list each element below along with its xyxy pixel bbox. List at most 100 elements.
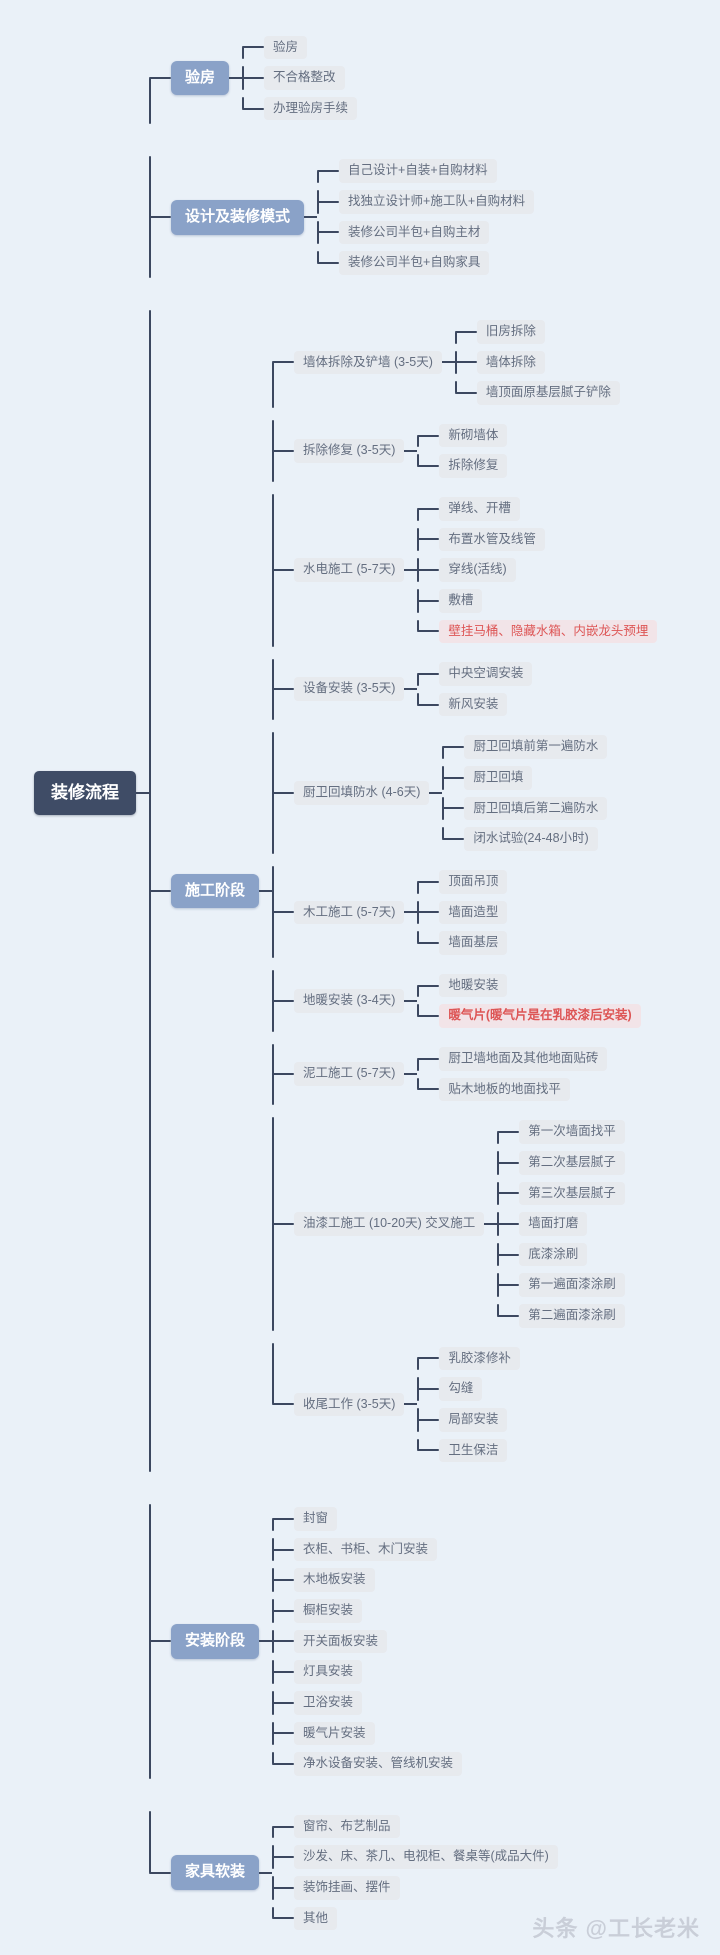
leaf-node: 第二遍面漆涂刷 — [519, 1304, 625, 1328]
connector-stub — [429, 792, 443, 795]
leaf-node: 暖气片(暖气片是在乳胶漆后安装) — [439, 1004, 641, 1028]
tree-branch: 封窗 — [272, 1507, 462, 1531]
tree-branch: 地暖安装 (3-4天) 地暖安装暖气片(暖气片是在乳胶漆后安装) — [272, 970, 657, 1032]
tree-branch: 第一次墙面找平 — [497, 1120, 625, 1144]
leaf-node: 卫生保洁 — [439, 1438, 508, 1463]
leaf-node: 验房 — [264, 35, 308, 60]
leaf-node: 厨卫回填后第二遍防水 — [464, 796, 608, 821]
tree-branch: 泥工施工 (5-7天) 厨卫墙地面及其他地面贴砖贴木地板的地面找平 — [272, 1043, 657, 1106]
connector-stub — [136, 791, 149, 794]
leaf-node: 装修公司半包+自购主材 — [339, 220, 490, 245]
tree-branch: 弹线、开槽 — [417, 497, 657, 521]
leaf-node: 新风安装 — [439, 692, 508, 717]
connector-stub — [441, 361, 455, 364]
tree-branch: 顶面吊顶 — [417, 869, 508, 894]
tree-branch: 卫生保洁 — [417, 1438, 520, 1463]
topic-node: 厨卫回填防水 (4-6天) — [294, 781, 430, 805]
tree-branch: 厨卫回填 — [442, 766, 607, 790]
tree-branch: 水电施工 (5-7天)弹线、开槽布置水管及线管穿线(活线)敷槽壁挂马桶、隐藏水箱… — [272, 493, 658, 647]
tree-branch: 沙发、床、茶几、电视柜、餐桌等(成品大件) — [272, 1845, 558, 1869]
connector-stub — [404, 1403, 418, 1406]
leaf-node: 地暖安装 — [439, 973, 508, 998]
tree-branch: 墙面基层 — [417, 931, 508, 955]
tree-branch: 地暖安装 — [417, 973, 640, 998]
topic-node: 泥工施工 (5-7天) — [294, 1062, 405, 1086]
leaf-node: 衣柜、书柜、木门安装 — [294, 1537, 438, 1562]
leaf-node: 穿线(活线) — [439, 558, 516, 582]
branch-node: 设计及装修模式 — [171, 199, 305, 235]
tree-branch: 开关面板安装 — [272, 1629, 462, 1654]
tree-branch: 油漆工施工 (10-20天) 交叉施工 第一次墙面找平第二次基层腻子第三次基层腻子… — [272, 1116, 657, 1332]
connector-stub — [404, 449, 418, 452]
tree-branch: 木工施工 (5-7天)顶面吊顶墙面造型墙面基层 — [272, 866, 657, 959]
tree-branch: 壁挂马桶、隐藏水箱、内嵌龙头预埋 — [417, 619, 658, 644]
tree-branch: 装修公司半包+自购主材 — [317, 220, 534, 245]
leaf-node: 办理验房手续 — [264, 96, 358, 121]
tree-branch: 装饰挂画、摆件 — [272, 1876, 558, 1900]
tree-branch: 新风安装 — [417, 692, 532, 717]
connector-stub — [404, 911, 418, 914]
tree-branch: 拆除修复 — [417, 454, 508, 478]
branch-node: 施工阶段 — [171, 873, 260, 909]
leaf-node: 第三次基层腻子 — [519, 1181, 625, 1206]
leaf-node: 贴木地板的地面找平 — [439, 1077, 570, 1102]
tree-branch: 墙体拆除 — [454, 350, 620, 375]
tree-branch: 墙面打磨 — [497, 1212, 625, 1236]
tree-branch: 厨卫回填前第一遍防水 — [442, 735, 608, 759]
topic-node: 收尾工作 (3-5天) — [294, 1392, 405, 1417]
leaf-node: 第二次基层腻子 — [519, 1150, 625, 1175]
tree-branch: 橱柜安装 — [272, 1599, 462, 1623]
leaf-node: 不合格整改 — [264, 66, 345, 90]
tree-branch: 衣柜、书柜、木门安装 — [272, 1537, 462, 1562]
tree-branch: 装修公司半包+自购家具 — [317, 251, 534, 275]
tree-branch: 墙顶面原基层腻子铲除 — [454, 381, 620, 405]
leaf-node: 装修公司半包+自购家具 — [339, 251, 490, 275]
tree-branch: 窗帘、布艺制品 — [272, 1814, 558, 1839]
leaf-node: 找独立设计师+施工队+自购材料 — [339, 190, 535, 214]
leaf-node: 底漆涂刷 — [519, 1242, 588, 1267]
tree-branch: 收尾工作 (3-5天) 乳胶漆修补勾缝局部安装卫生保洁 — [272, 1343, 657, 1466]
leaf-node: 装饰挂画、摆件 — [294, 1876, 400, 1900]
leaf-node: 第一次墙面找平 — [519, 1120, 625, 1144]
leaf-node: 弹线、开槽 — [439, 497, 520, 521]
leaf-node: 净水设备安装、管线机安装 — [294, 1752, 463, 1776]
tree-branch: 布置水管及线管 — [417, 527, 657, 552]
leaf-node: 墙面基层 — [439, 931, 508, 955]
leaf-node: 旧房拆除 — [476, 319, 545, 344]
leaf-node: 暖气片安装 — [294, 1721, 375, 1746]
topic-node: 地暖安装 (3-4天) — [294, 989, 405, 1013]
tree-branch: 家具软装窗帘、布艺制品沙发、床、茶几、电视柜、餐桌等(成品大件)装饰挂画、摆件其… — [149, 1811, 657, 1934]
tree-branch: 暖气片(暖气片是在乳胶漆后安装) — [417, 1004, 641, 1028]
leaf-node: 开关面板安装 — [294, 1629, 388, 1654]
connector-stub — [404, 569, 418, 572]
leaf-node: 壁挂马桶、隐藏水箱、内嵌龙头预埋 — [439, 619, 658, 644]
leaf-node: 沙发、床、茶几、电视柜、餐桌等(成品大件) — [294, 1845, 558, 1869]
tree-branch: 设计及装修模式自己设计+自装+自购材料找独立设计师+施工队+自购材料装修公司半包… — [149, 155, 657, 279]
leaf-node: 卫浴安装 — [294, 1690, 363, 1715]
leaf-node: 乳胶漆修补 — [439, 1346, 520, 1371]
tree-branch: 厨卫回填后第二遍防水 — [442, 796, 608, 821]
leaf-node: 中央空调安装 — [439, 662, 533, 686]
tree-branch: 厨卫回填防水 (4-6天) 厨卫回填前第一遍防水厨卫回填厨卫回填后第二遍防水闭水试… — [272, 731, 657, 855]
tree-branch: 拆除修复 (3-5天)新砌墙体拆除修复 — [272, 420, 657, 482]
leaf-node: 橱柜安装 — [294, 1599, 363, 1623]
tree-branch: 厨卫墙地面及其他地面贴砖 — [417, 1047, 608, 1071]
leaf-node: 墙体拆除 — [476, 350, 545, 375]
topic-node: 油漆工施工 (10-20天) 交叉施工 — [294, 1212, 485, 1236]
leaf-node: 勾缝 — [439, 1377, 483, 1401]
tree-branch: 自己设计+自装+自购材料 — [317, 159, 534, 183]
connector-stub — [404, 999, 418, 1002]
leaf-node: 木地板安装 — [294, 1568, 375, 1592]
connector-stub — [259, 1871, 273, 1874]
connector-stub — [259, 1640, 273, 1643]
tree-branch: 闭水试验(24-48小时) — [442, 827, 607, 851]
tree-branch: 暖气片安装 — [272, 1721, 462, 1746]
tree-branch: 敷槽 — [417, 588, 657, 613]
tree-branch: 墙体拆除及铲墙 (3-5天)旧房拆除墙体拆除墙顶面原基层腻子铲除 — [272, 316, 657, 409]
leaf-node: 墙面造型 — [439, 900, 508, 925]
leaf-node: 封窗 — [294, 1507, 338, 1531]
leaf-node: 敷槽 — [439, 588, 483, 613]
leaf-node: 窗帘、布艺制品 — [294, 1814, 400, 1839]
leaf-node: 厨卫墙地面及其他地面贴砖 — [439, 1047, 608, 1071]
leaf-node: 局部安装 — [439, 1407, 508, 1432]
